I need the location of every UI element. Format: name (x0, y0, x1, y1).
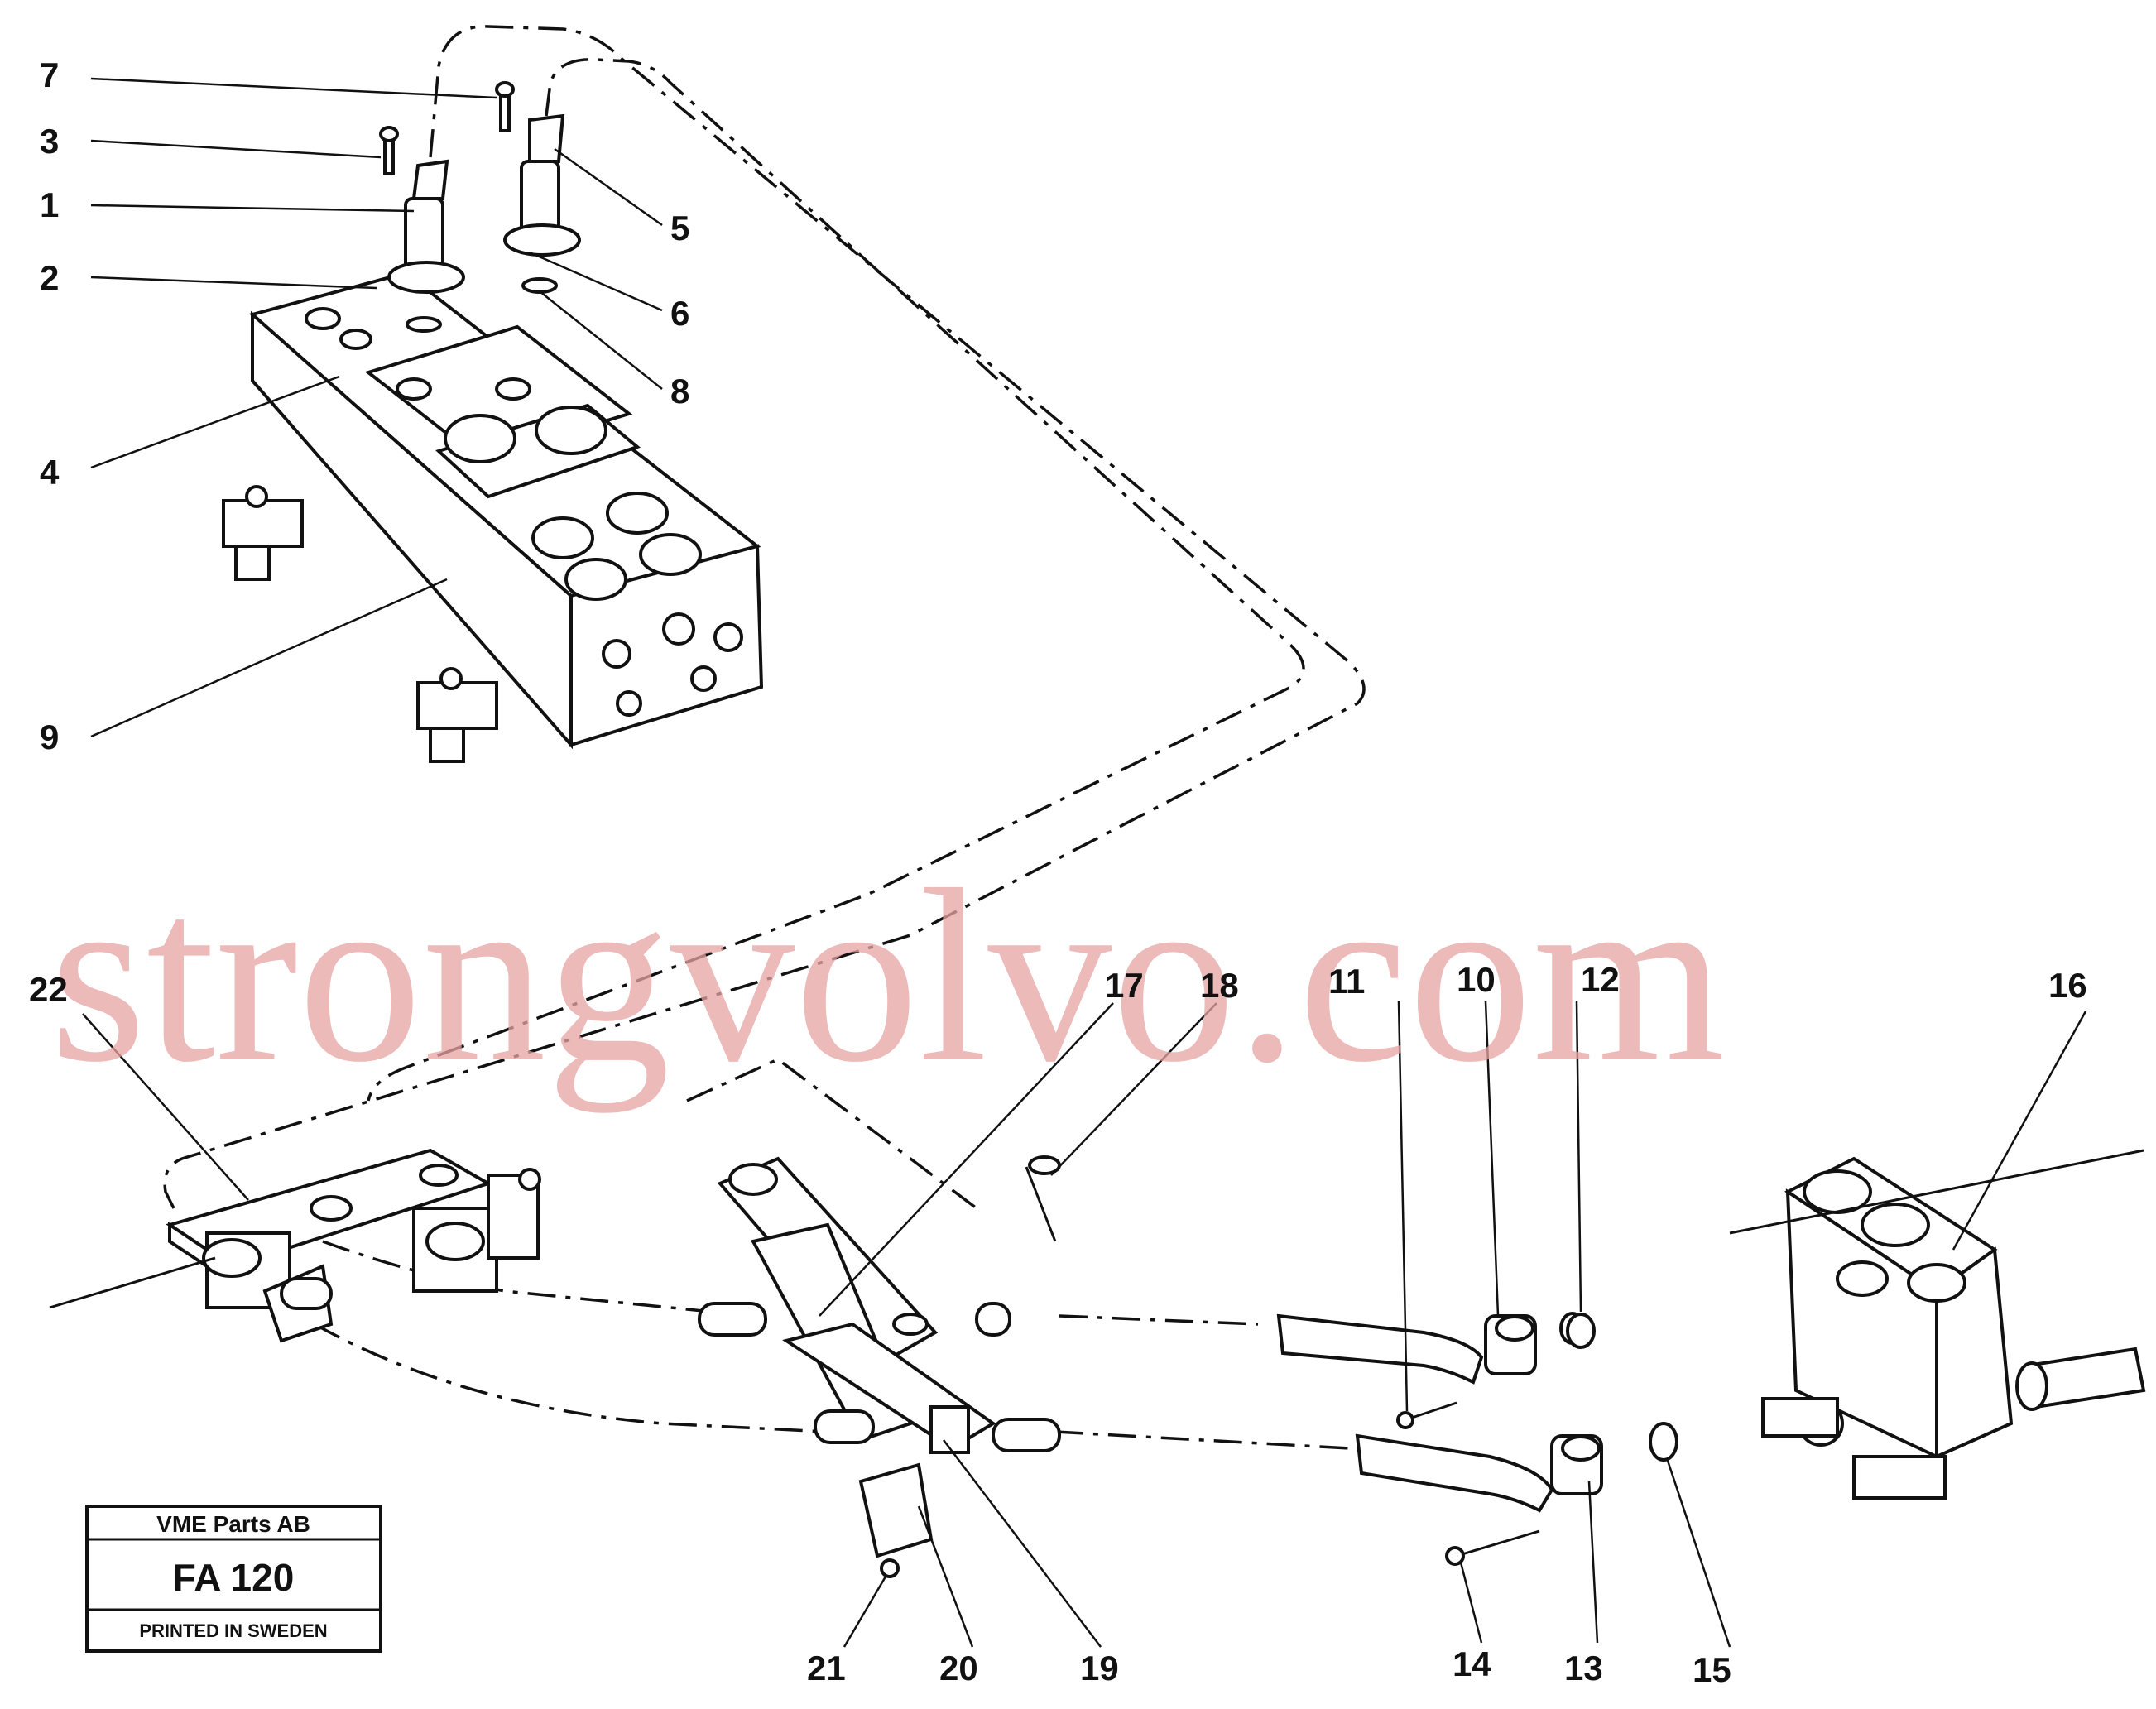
title-block-company: VME Parts AB (156, 1511, 310, 1537)
callout-20: 20 (939, 1649, 978, 1687)
callout-4: 4 (40, 453, 60, 492)
callout-18: 18 (1200, 966, 1239, 1005)
callout-12: 12 (1581, 960, 1620, 999)
hose-segments (280, 1277, 1554, 1513)
callout-labels: 7 3 1 2 4 9 5 6 8 22 17 18 11 10 12 16 2… (29, 55, 2087, 1689)
callout-10: 10 (1457, 960, 1496, 999)
callout-3: 3 (40, 122, 59, 161)
callout-5: 5 (670, 209, 689, 247)
callout-17: 17 (1105, 966, 1144, 1005)
callout-15: 15 (1693, 1650, 1731, 1689)
callout-6: 6 (670, 294, 689, 333)
callout-8: 8 (670, 372, 689, 410)
hose-fitting-left (379, 126, 465, 333)
title-block-code: FA 120 (173, 1556, 295, 1599)
callout-19: 19 (1080, 1649, 1119, 1687)
callout-7: 7 (40, 55, 59, 94)
leader-lines (82, 77, 2087, 1648)
control-valve-block (222, 271, 764, 763)
hose-clamp-assembly (49, 1148, 541, 1343)
callout-16: 16 (2048, 966, 2087, 1005)
support-bracket (717, 1156, 996, 1454)
callout-11: 11 (1328, 962, 1365, 1001)
title-block-footer: PRINTED IN SWEDEN (139, 1620, 327, 1641)
callout-21: 21 (807, 1649, 846, 1687)
valve-body-right (1729, 1149, 2146, 1500)
callout-13: 13 (1564, 1649, 1603, 1687)
title-block: VME Parts AB FA 120 PRINTED IN SWEDEN (85, 1505, 382, 1653)
watermark-text: strongvolvo.com (50, 838, 1726, 1114)
callout-2: 2 (40, 258, 59, 297)
callout-1: 1 (40, 185, 59, 224)
o-ring-12 (1566, 1313, 1596, 1349)
hose-fitting-right (495, 81, 581, 294)
callout-14: 14 (1453, 1644, 1491, 1683)
o-ring-15 (1649, 1422, 1678, 1462)
callout-9: 9 (40, 718, 59, 756)
callout-22: 22 (29, 970, 68, 1009)
